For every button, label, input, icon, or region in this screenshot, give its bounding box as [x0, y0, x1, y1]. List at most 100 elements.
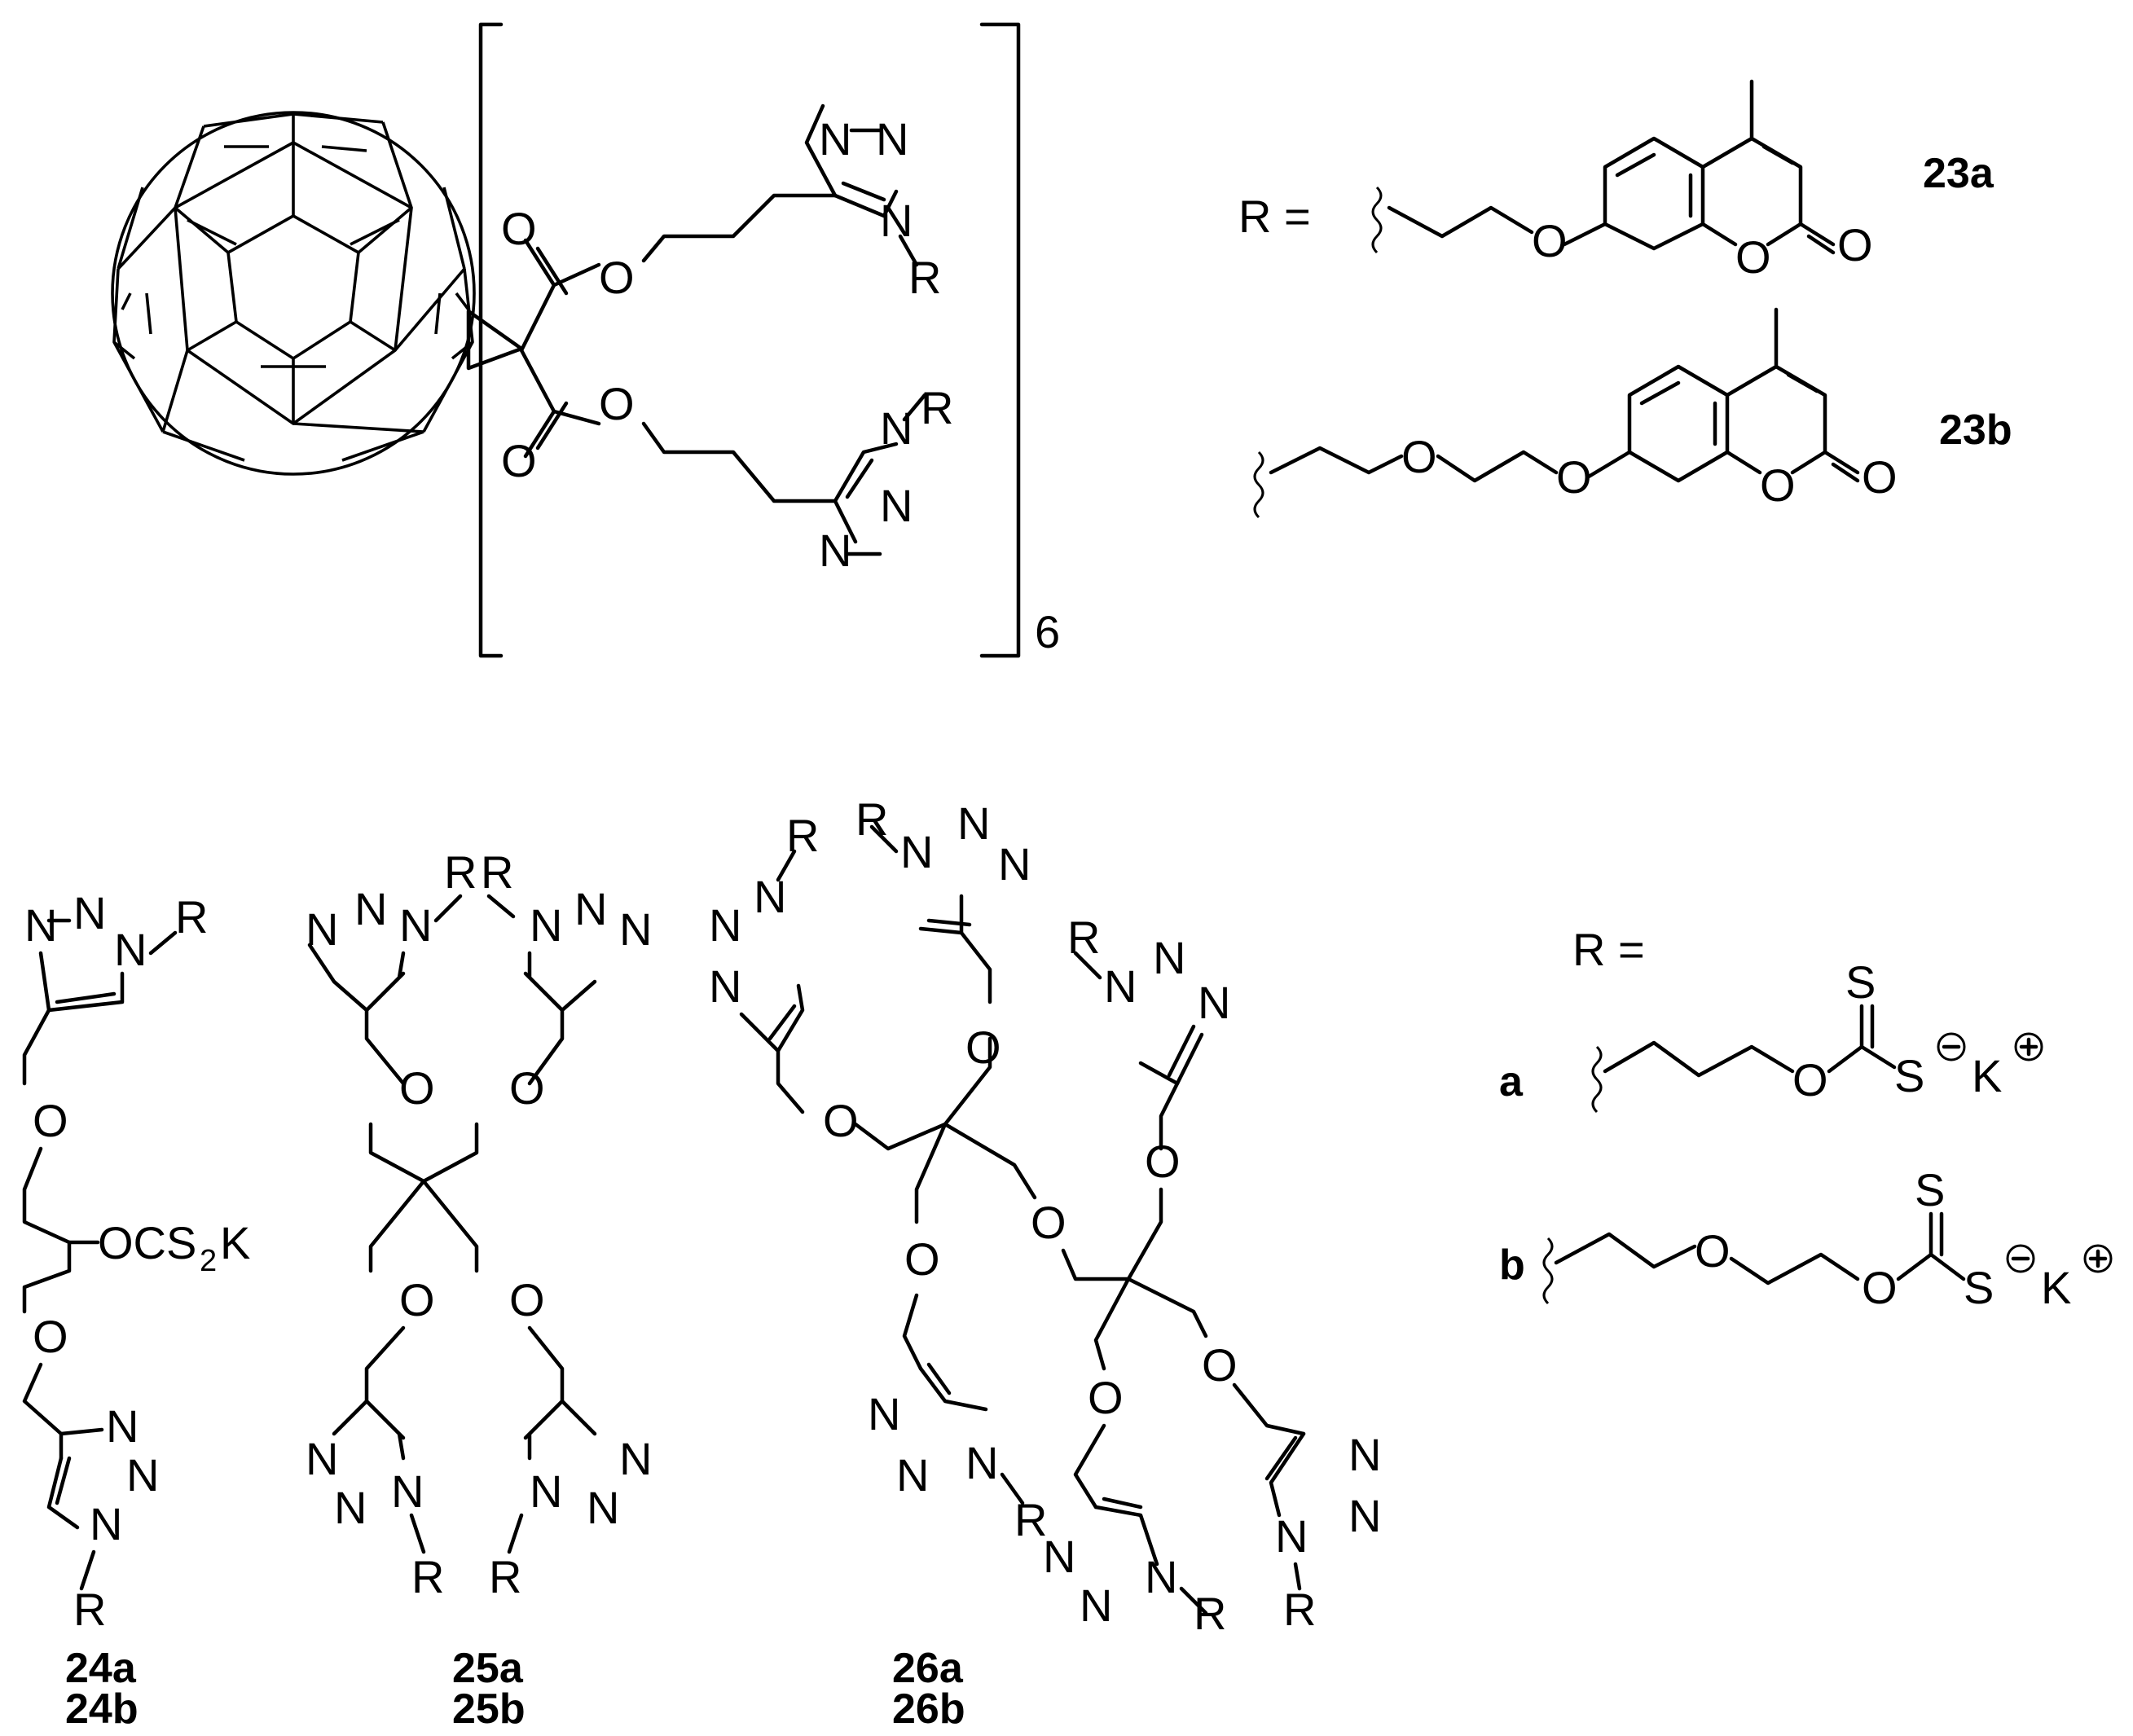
- atom-label: N: [957, 798, 990, 849]
- atom-label: N: [1080, 1580, 1112, 1631]
- r-coumarin-definition: R = O O O 23a O O O: [1238, 79, 2012, 519]
- atom-label: R: [908, 252, 941, 303]
- atom-label: N: [354, 883, 387, 934]
- atom-label: O: [1031, 1197, 1066, 1248]
- atom-label: R: [489, 1551, 521, 1602]
- label-26b: 26b: [892, 1685, 965, 1733]
- atom-label: N: [709, 899, 741, 951]
- atom-label: N: [114, 924, 147, 975]
- atom-label: O: [501, 203, 537, 254]
- atom-label: S: [1964, 1262, 1994, 1313]
- atom-label: O: [1695, 1225, 1731, 1277]
- atom-label: N: [73, 887, 106, 938]
- atom-label: N: [819, 113, 851, 165]
- atom-label: N: [1275, 1510, 1308, 1562]
- atom-label: N: [900, 826, 933, 877]
- atom-label: O: [1401, 431, 1437, 482]
- atom-label: OCS: [98, 1217, 196, 1268]
- r-xanthate-definition: R = a O S S K b O O S: [1499, 924, 2113, 1313]
- atom-label: R: [444, 846, 477, 898]
- atom-label: N: [619, 903, 652, 955]
- atom-label: O: [1760, 459, 1796, 511]
- atom-label: N: [1043, 1531, 1075, 1582]
- atom-label: N: [106, 1400, 139, 1452]
- atom-label: O: [1837, 219, 1873, 270]
- compound-25: O O O O N N N R N N N R N N N R N N N R: [306, 846, 652, 1733]
- xanthate-b: b O O S S K: [1499, 1164, 2113, 1313]
- atom-label: O: [599, 378, 635, 429]
- label-series-a: a: [1499, 1058, 1524, 1105]
- atom-label: N: [574, 883, 607, 934]
- label-25a: 25a: [452, 1645, 524, 1692]
- atom-label: N: [1145, 1551, 1177, 1602]
- atom-label: S: [1894, 1050, 1924, 1101]
- atom-label: O: [509, 1274, 545, 1325]
- atom-label: K: [2041, 1262, 2071, 1313]
- label-24b: 24b: [65, 1685, 139, 1733]
- compound-26: O O O O O O O N N N R N N N R N N N R: [709, 793, 1381, 1733]
- atom-label: N: [399, 899, 432, 951]
- triazole-lower: N N N R: [819, 382, 953, 576]
- atom-label: N: [90, 1498, 122, 1549]
- atom-label: O: [823, 1095, 859, 1146]
- fullerene-c60: [111, 111, 524, 476]
- atom-label: N: [880, 195, 913, 246]
- atom-label: R: [921, 382, 953, 433]
- atom-label: N: [587, 1482, 619, 1533]
- atom-label: N: [530, 1466, 562, 1517]
- atom-label: N: [306, 903, 338, 955]
- atom-label: K: [220, 1217, 250, 1268]
- atom-label: R: [175, 891, 208, 943]
- subscript-label: 2: [200, 1244, 217, 1278]
- label-25b: 25b: [452, 1685, 526, 1733]
- atom-label: O: [1862, 451, 1898, 503]
- atom-label: O: [1735, 231, 1771, 283]
- atom-label: N: [880, 402, 913, 454]
- atom-label: R: [1194, 1588, 1226, 1639]
- atom-label: N: [876, 113, 908, 165]
- repeat-count: 6: [1035, 606, 1060, 657]
- atom-label: N: [126, 1449, 159, 1501]
- atom-label: R: [481, 846, 513, 898]
- atom-label: N: [896, 1449, 929, 1501]
- label-23a: 23a: [1923, 150, 1994, 197]
- atom-label: N: [306, 1433, 338, 1484]
- atom-label: N: [391, 1466, 424, 1517]
- label-23b: 23b: [1939, 407, 2012, 454]
- hexakis-repeat-unit: 6 O O N N N R O O N: [478, 22, 1060, 658]
- compound-24: N N N R O OCS 2 K O N N N R 24a 24b: [22, 887, 250, 1733]
- atom-label: O: [399, 1274, 435, 1325]
- label-series-b: b: [1499, 1242, 1525, 1289]
- atom-label: R: [411, 1551, 444, 1602]
- xanthate-a: a O S S K: [1499, 956, 2043, 1114]
- atom-label: K: [1972, 1050, 2002, 1101]
- atom-label: N: [819, 525, 851, 576]
- atom-label: N: [998, 838, 1031, 890]
- r-equals-bottom: R =: [1572, 924, 1645, 975]
- atom-label: O: [1556, 451, 1592, 503]
- atom-label: N: [709, 960, 741, 1012]
- r-equals-top: R =: [1238, 191, 1311, 242]
- atom-label: O: [1792, 1054, 1828, 1105]
- atom-label: O: [965, 1022, 1001, 1073]
- atom-label: O: [1088, 1372, 1124, 1423]
- coumarin-23a: O O O 23a: [1371, 79, 1994, 283]
- coumarin-23b: O O O O 23b: [1253, 307, 2012, 519]
- label-26a: 26a: [892, 1645, 964, 1692]
- atom-label: O: [1532, 215, 1568, 266]
- atom-label: N: [880, 480, 913, 531]
- atom-label: R: [1283, 1584, 1316, 1635]
- atom-label: R: [1067, 912, 1100, 963]
- atom-label: R: [1014, 1494, 1047, 1545]
- atom-label: S: [1845, 956, 1876, 1008]
- atom-label: R: [786, 810, 819, 861]
- atom-label: N: [868, 1388, 900, 1439]
- atom-label: N: [619, 1433, 652, 1484]
- atom-label: O: [501, 435, 537, 486]
- atom-label: O: [399, 1062, 435, 1114]
- atom-label: O: [33, 1095, 68, 1146]
- atom-label: N: [1198, 977, 1230, 1028]
- atom-label: O: [1862, 1262, 1898, 1313]
- atom-label: O: [1202, 1339, 1238, 1391]
